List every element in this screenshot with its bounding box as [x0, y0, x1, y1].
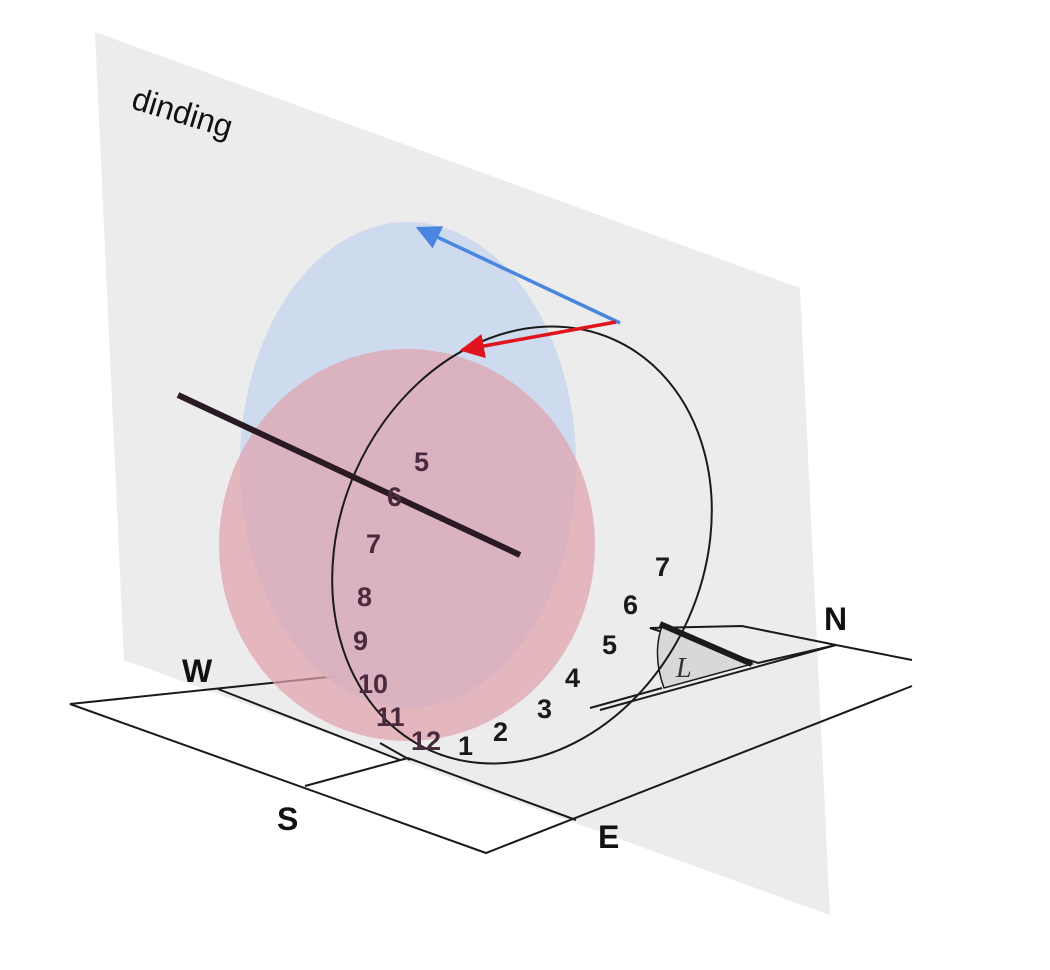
ground-north-edge	[835, 644, 913, 661]
compass-north: N	[824, 601, 847, 637]
hour-labels-inside: 5 6 7 8 9 10 11 12	[353, 447, 441, 756]
compass-east: E	[598, 819, 619, 855]
ground-e-rule	[407, 757, 577, 821]
ring-support	[589, 687, 663, 709]
hour-label: 9	[353, 626, 368, 656]
hour-label: 7	[655, 552, 670, 582]
hour-label: 10	[358, 669, 388, 699]
hour-label: 7	[366, 529, 381, 559]
ground-back-edge	[599, 644, 837, 711]
hour-label: 6	[387, 482, 402, 512]
hour-label: 5	[602, 630, 617, 660]
hour-label: 6	[623, 590, 638, 620]
ground-meridian	[379, 742, 411, 761]
ground-plane	[69, 644, 913, 855]
ground-outline-left	[69, 675, 913, 855]
compass-west: W	[182, 653, 213, 689]
hour-label: 12	[411, 726, 441, 756]
polar-axis-rod	[176, 392, 522, 558]
hour-label: 8	[357, 582, 372, 612]
compass-south: S	[277, 801, 298, 837]
hour-labels-front: 1 2 3 4 5 6 7	[458, 552, 670, 761]
gnomon-base	[649, 621, 837, 689]
red-arrow	[459, 320, 617, 359]
hour-label: 4	[565, 663, 580, 693]
hour-label: 3	[537, 694, 552, 724]
hour-label: 1	[458, 731, 473, 761]
hour-label: 5	[414, 447, 429, 477]
hour-label: 11	[376, 702, 405, 732]
equatorial-ring	[331, 325, 713, 765]
gnomon-rod	[658, 621, 754, 667]
angle-label: L	[675, 653, 692, 684]
hour-label: 2	[493, 717, 508, 747]
blue-arrow	[415, 226, 621, 325]
ground-w-rule	[217, 688, 401, 761]
ground-s-rule	[304, 757, 409, 787]
red-projection-disc	[219, 349, 595, 741]
